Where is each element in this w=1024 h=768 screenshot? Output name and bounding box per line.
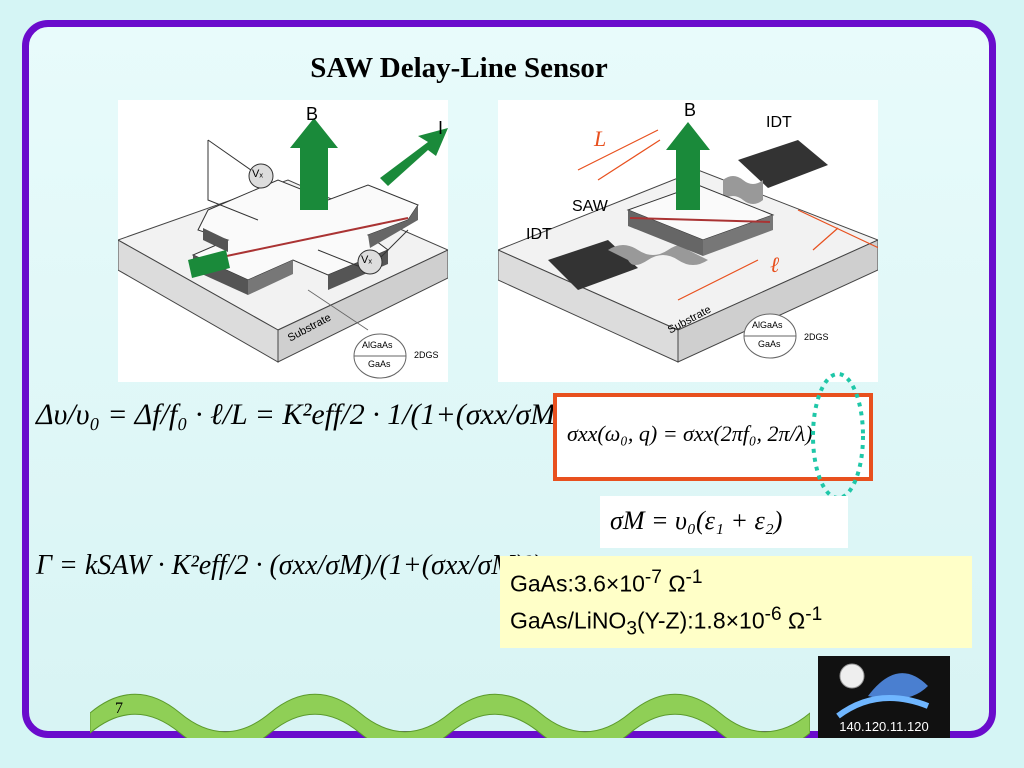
current-label-i: I	[438, 118, 444, 138]
equation-attenuation: Γ = kSAW · K²eff/2 · (σxx/σM)/(1+(σxx/σM…	[36, 550, 542, 582]
linbo-value-mid: (Y-Z):1.8×10	[636, 607, 765, 634]
equation-sigma-m: σM = υ₀(ε₁ + ε₂)	[610, 506, 783, 535]
highlight-ellipse	[811, 372, 865, 500]
field-label-b: B	[306, 104, 319, 124]
2dgs-label: 2DGS	[804, 332, 829, 342]
algaas-label: AlGaAs	[362, 340, 393, 350]
lab-logo: 140.120.11.120	[818, 656, 950, 738]
idt-label-left: IDT	[526, 226, 552, 243]
linbo-unit: Ω	[781, 607, 806, 634]
gaas-exponent: -7	[644, 567, 662, 588]
equation-conductivity: σxx(ω₀, q) = σxx(2πf₀, 2π/λ)	[567, 421, 813, 446]
hall-bar-drawing	[116, 118, 450, 379]
gaas-label: GaAs	[758, 339, 781, 349]
gaas-label: GaAs	[368, 359, 391, 369]
equation-attenuation-text: Γ = kSAW · K²eff/2 · (σxx/σM)/(1+(σxx/σM…	[36, 550, 542, 581]
algaas-label: AlGaAs	[752, 320, 783, 330]
gaas-unit-exponent: -1	[685, 567, 703, 588]
sigma-m-equation-box: σM = υ₀(ε₁ + ε₂)	[600, 496, 848, 548]
2dgs-label: 2DGS	[414, 350, 439, 360]
logo-caption: 140.120.11.120	[839, 719, 929, 734]
linbo-subscript: 3	[626, 618, 637, 640]
voltmeter-label-2: Vₓ	[361, 254, 372, 266]
linbo-unit-exponent: -1	[805, 604, 823, 626]
material-values-box: GaAs:3.6×10-7 Ω-1 GaAs/LiNO3(Y-Z):1.8×10…	[500, 556, 972, 648]
saw-delay-line-figure: B L IDT SAW IDT ℓ Substrate AlGaAs GaAs …	[496, 100, 884, 382]
linbo-exponent: -6	[764, 604, 782, 626]
lab-logo-graphic	[836, 663, 930, 719]
linbo-value-line: GaAs/LiNO3(Y-Z):1.8×10-6 Ω-1	[510, 601, 962, 644]
saw-label: SAW	[572, 198, 608, 215]
linbo-value-text: GaAs/LiNO	[510, 607, 627, 634]
length-label-l: L	[594, 126, 607, 151]
slide-title: SAW Delay-Line Sensor	[310, 52, 608, 84]
hall-bar-figure: B I Vₓ Vₓ Substrate AlGaAs GaAs 2DGS	[116, 100, 450, 382]
gaas-value-text: GaAs:3.6×10	[510, 570, 645, 597]
equation-velocity-shift: Δυ/υ₀ = Δf/f₀ · ℓ/L = K²eff/2 · 1/(1+(σx…	[36, 398, 584, 432]
ell-label: ℓ	[770, 252, 780, 277]
gaas-unit: Ω	[661, 570, 686, 597]
idt-label-top: IDT	[766, 114, 792, 131]
field-label-b: B	[684, 100, 697, 120]
gaas-value-line: GaAs:3.6×10-7 Ω-1	[510, 564, 962, 601]
conductivity-equation-box: σxx(ω₀, q) = σxx(2πf₀, 2π/λ)	[553, 393, 873, 481]
equation-velocity-shift-text: Δυ/υ₀ = Δf/f₀ · ℓ/L = K²eff/2 · 1/(1+(σx…	[36, 398, 585, 431]
wave-decoration	[90, 693, 810, 738]
page-number: 7	[115, 700, 123, 717]
voltmeter-label-1: Vₓ	[252, 168, 263, 180]
